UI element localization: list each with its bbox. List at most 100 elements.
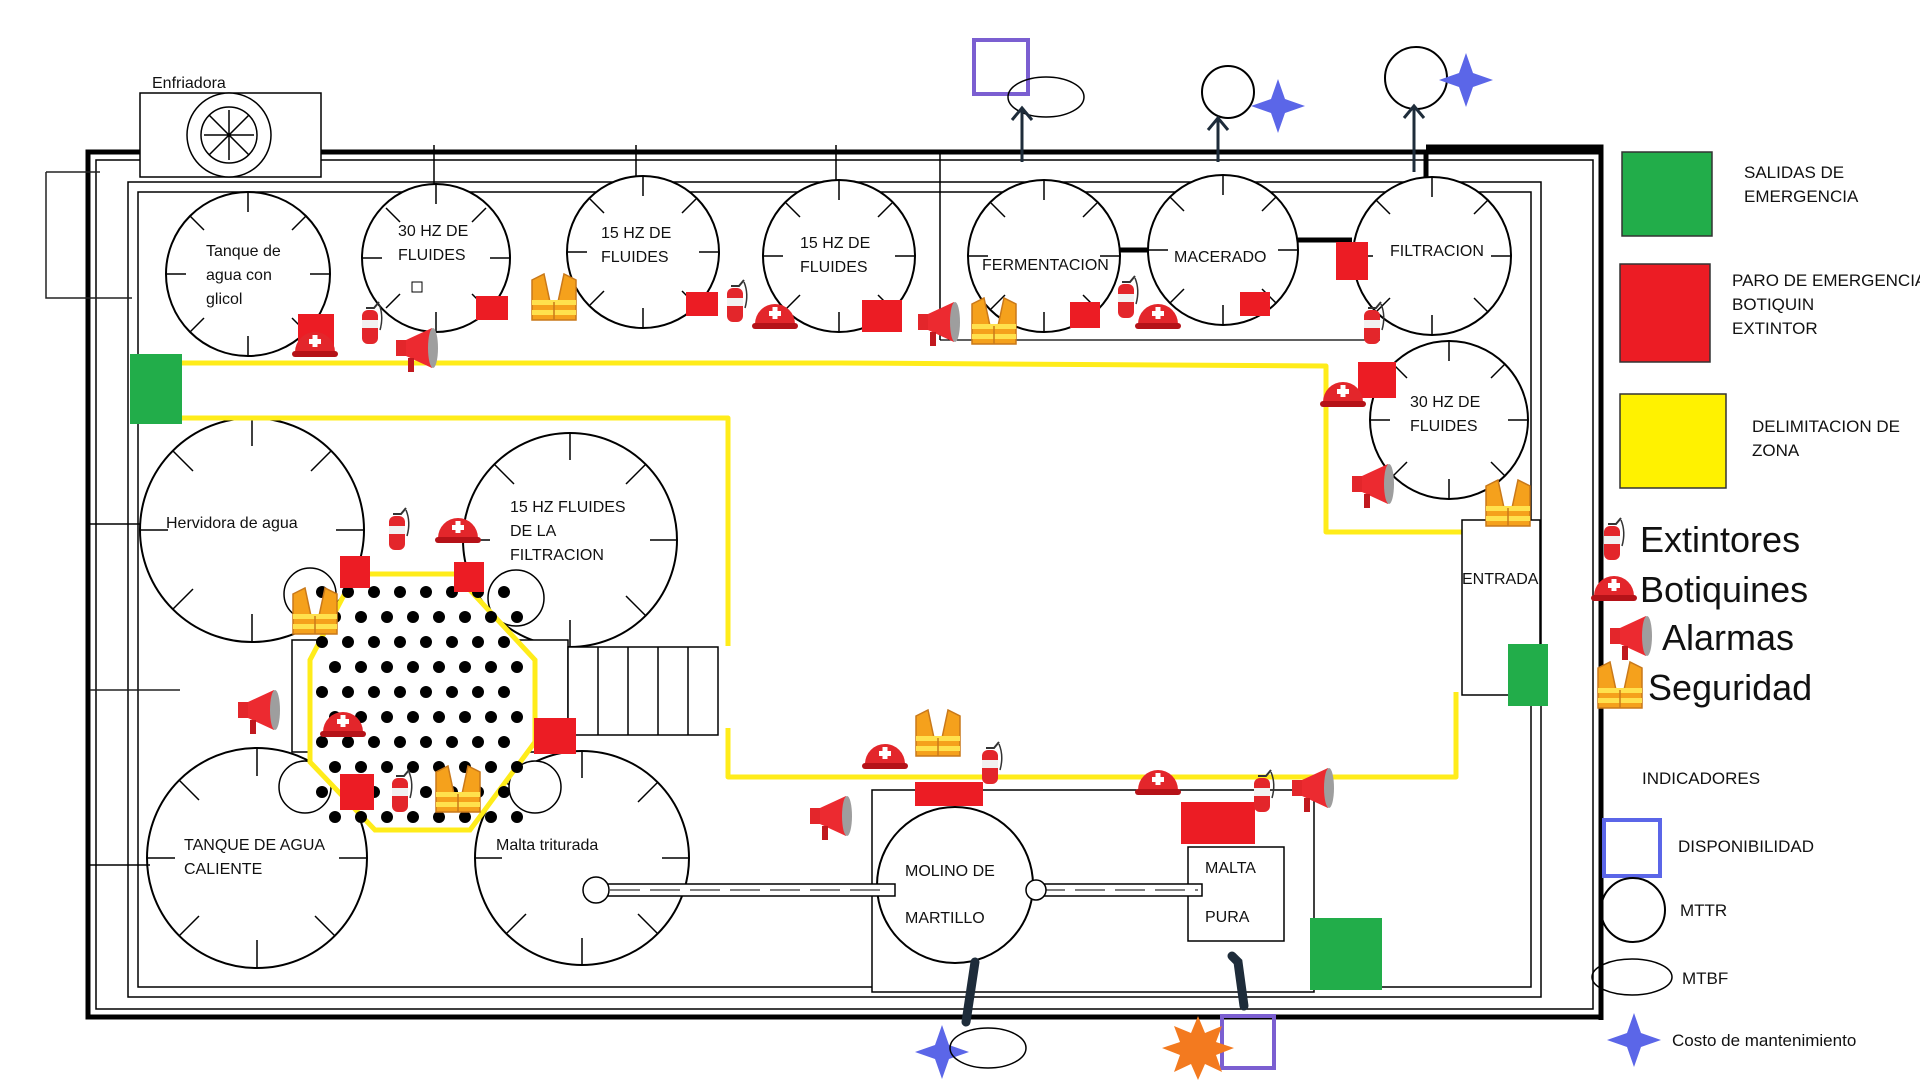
tank-30hz-a-label-1: 30 HZ DE: [398, 223, 468, 240]
availability-legend-icon: [1602, 818, 1662, 878]
tank-15hz-a: 15 HZ DE FLUIDES: [566, 145, 720, 329]
tank-glicol: Tanque de agua con glicol: [165, 191, 331, 357]
emergency-stop: [340, 556, 370, 588]
hazard-dot: [459, 611, 471, 623]
enfriadora: Enfriadora: [139, 75, 322, 178]
tank-agua-caliente: TANQUE DE AGUA CALIENTE: [146, 747, 368, 969]
legend-botiquines-label: Botiquines: [1640, 569, 1808, 610]
hazard-dot: [342, 586, 354, 598]
emergency-stop: [534, 718, 576, 754]
hazard-dot: [446, 686, 458, 698]
first-aid-helmet-icon: [1591, 576, 1637, 601]
tank-filtracion-label: FILTRACION: [1390, 243, 1484, 260]
mttr-indicator: [1384, 46, 1448, 110]
hazard-dot: [394, 586, 406, 598]
hazard-dot: [459, 661, 471, 673]
hazard-dot: [407, 661, 419, 673]
legend-stop-label-1: PARO DE EMERGENCIA: [1732, 271, 1920, 290]
tank-macerado: MACERADO: [1147, 174, 1299, 326]
legend-extintores-label: Extintores: [1640, 519, 1800, 560]
tank-15hz-filtracion: 15 HZ FLUIDES DE LA FILTRACION: [462, 432, 678, 648]
tank-glicol-label-1: Tanque de: [206, 243, 281, 260]
availability-indicator: [972, 38, 1030, 96]
hazard-dot: [407, 811, 419, 823]
hazard-dot: [433, 811, 445, 823]
hazard-dot: [381, 811, 393, 823]
emergency-exit-mill: [1310, 918, 1382, 990]
fire-extinguisher-icon: [1117, 275, 1139, 319]
emergency-stop: [686, 292, 718, 316]
hazard-dot: [485, 761, 497, 773]
hazard-dot: [342, 736, 354, 748]
mttr-legend-icon: [1600, 877, 1666, 943]
hazard-dot: [472, 636, 484, 648]
hazard-dot: [329, 661, 341, 673]
emergency-exit-left: [130, 354, 182, 424]
tank-30hz-b-label-1: 30 HZ DE: [1410, 394, 1480, 411]
maintenance-cost-star-icon: [1251, 79, 1305, 133]
tank-glicol-label-3: glicol: [206, 291, 242, 308]
malta-pura-label-1: MALTA: [1205, 860, 1256, 877]
megaphone-alarm-icon: [918, 302, 960, 346]
hazard-dot: [368, 736, 380, 748]
hazard-dot: [316, 686, 328, 698]
tank-filtracion: FILTRACION: [1352, 176, 1512, 336]
fire-extinguisher-icon: [726, 279, 748, 323]
megaphone-alarm-icon: [1352, 464, 1394, 508]
zone-delimitation: [180, 360, 1462, 780]
tank-caliente-label-1: TANQUE DE AGUA: [184, 837, 325, 854]
mttr-indicator: [1201, 65, 1255, 119]
maintenance-cost-star-icon: [915, 1025, 969, 1079]
tank-15hz-filtracion-label-1: 15 HZ FLUIDES: [510, 499, 626, 516]
emergency-stops: [298, 242, 1396, 844]
tank-caliente-label-2: CALIENTE: [184, 861, 262, 878]
tank-glicol-label-2: agua con: [206, 267, 272, 284]
hazard-dot: [498, 636, 510, 648]
legend-exits-label-1: SALIDAS DE: [1744, 163, 1844, 182]
plan-indicators: [915, 38, 1493, 1080]
indicator-mtbf-label: MTBF: [1682, 969, 1728, 988]
maintenance-cost-star-icon: [1607, 1013, 1661, 1067]
hazard-dot: [446, 636, 458, 648]
hazard-dot: [420, 686, 432, 698]
hazard-dot: [498, 686, 510, 698]
hazard-dot: [316, 736, 328, 748]
hazard-dot: [381, 611, 393, 623]
hazard-dot: [342, 686, 354, 698]
hazard-dot: [342, 636, 354, 648]
emergency-stop: [1336, 242, 1368, 280]
molino-label-2: MARTILLO: [905, 910, 985, 927]
hazard-dot: [472, 736, 484, 748]
tank-macerado-label: MACERADO: [1174, 249, 1266, 266]
emergency-stop: [1240, 292, 1270, 316]
hazard-dot: [511, 661, 523, 673]
stairs: [567, 646, 719, 736]
tank-15hz-filtracion-label-2: DE LA: [510, 523, 557, 540]
tank-15hz-b-label-2: FLUIDES: [800, 259, 868, 276]
mtbf-legend-icon: [1591, 958, 1673, 996]
safety-vest-icon: [531, 273, 577, 321]
hazard-dot: [329, 811, 341, 823]
hazard-dot: [381, 761, 393, 773]
hazard-dot: [368, 686, 380, 698]
hazard-dot: [407, 711, 419, 723]
tank-malta-triturada: Malta triturada: [474, 750, 690, 966]
hazard-dot: [407, 761, 419, 773]
legend-zone-label-2: ZONA: [1752, 441, 1800, 460]
fire-extinguisher-icon: [1603, 517, 1625, 561]
legend-exits-label-2: EMERGENCIA: [1744, 187, 1859, 206]
hazard-dot: [394, 686, 406, 698]
emergency-stop: [1358, 362, 1396, 398]
tank-15hz-a-label-1: 15 HZ DE: [601, 225, 671, 242]
hazard-dot: [485, 661, 497, 673]
tank-malta-triturada-label: Malta triturada: [496, 837, 598, 854]
mtbf-indicator: [1007, 76, 1085, 118]
hazard-dot: [420, 586, 432, 598]
hazard-dot: [498, 586, 510, 598]
hazard-dot: [511, 611, 523, 623]
megaphone-alarm-icon: [810, 796, 852, 840]
hazard-dot: [433, 661, 445, 673]
molino-label-1: MOLINO DE: [905, 863, 995, 880]
legend-stop-label-3: EXTINTOR: [1732, 319, 1818, 338]
